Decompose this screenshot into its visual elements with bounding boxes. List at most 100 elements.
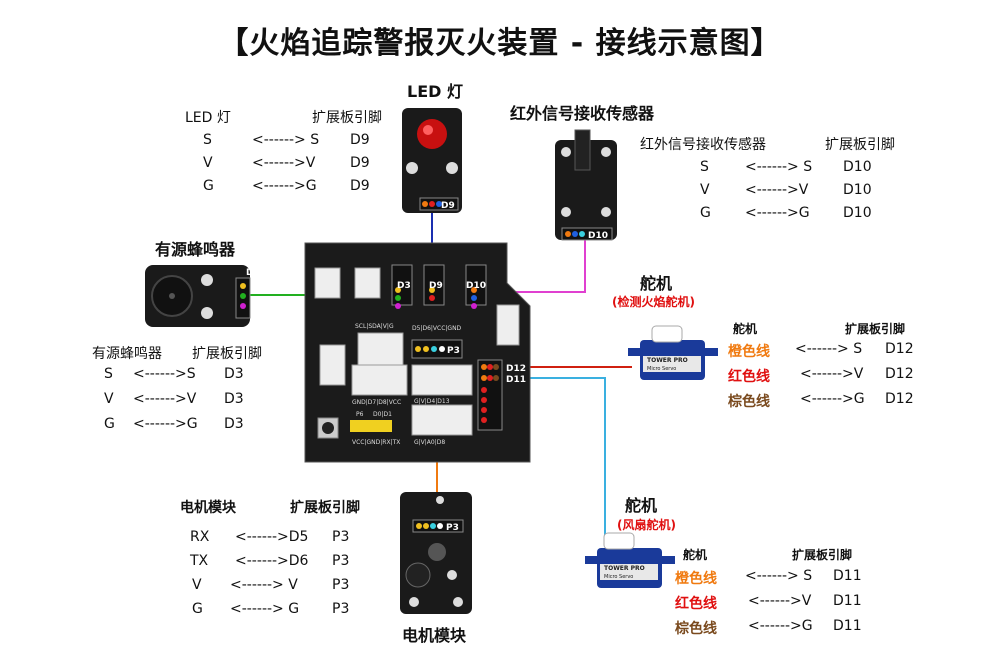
board-vcc-label: VCC|GND|RX|TX (352, 439, 400, 446)
buzzer-row-b: D3 (224, 416, 244, 432)
page-title: 【火焰追踪警报灭火装置 - 接线示意图】 (218, 26, 782, 61)
led-row-arrow: <------>G (252, 178, 317, 194)
buzzer-row-b: D3 (224, 391, 244, 407)
motor-row-a: RX (190, 529, 210, 545)
servo1-col2: 扩展板引脚 (845, 322, 906, 336)
servo1-heading: 舵机 (640, 274, 673, 293)
motor-row-a: TX (190, 553, 209, 569)
servo2-row-b: D11 (833, 618, 862, 634)
ir-heading: 红外信号接收传感器 (510, 104, 655, 123)
ir-pin-label: D10 (588, 231, 608, 241)
servo1-row-b: D12 (885, 366, 914, 382)
board-d5-label: D5|D6|VCC|GND (412, 325, 462, 332)
connector (354, 267, 381, 299)
connector (411, 404, 473, 436)
servo2-row-arrow: <------>V (748, 593, 812, 609)
ir-row-arrow: <------>G (745, 205, 810, 221)
board-d9-label: D9 (429, 281, 443, 291)
servo1-row-arrow: <------> S (795, 341, 863, 357)
ir-row-b: D10 (843, 182, 872, 198)
connector (351, 364, 408, 396)
led-heading: LED 灯 (407, 82, 463, 101)
board-g1-label: G|V|D4|D13 (414, 398, 450, 405)
servo2-wire (525, 377, 606, 540)
board-g2-label: G|V|A0|D8 (414, 439, 445, 446)
ir-row-b: D10 (843, 159, 872, 175)
p6-header (350, 420, 392, 432)
board-d3-label: D3 (397, 281, 411, 291)
servo1-image: TOWER PRO Micro Servo (628, 325, 718, 380)
d3-connector (391, 264, 413, 306)
ir-row-a: S (700, 159, 709, 175)
motor-row-arrow: <------>D5 (235, 529, 309, 545)
motor-row-arrow: <------> V (230, 577, 298, 593)
connector (314, 267, 341, 299)
buzzer-row-arrow: <------>G (133, 416, 198, 432)
ir-module: D10 (555, 129, 617, 241)
connector (496, 304, 520, 346)
servo1-row-a: 棕色线 (728, 394, 770, 410)
ir-row-arrow: <------>V (745, 182, 809, 198)
board-p3-label: P3 (447, 346, 460, 356)
motor-row-b: P3 (332, 577, 350, 593)
servo2-row-a: 橙色线 (675, 571, 717, 587)
buzzer-heading: 有源蜂鸣器 (155, 240, 236, 259)
buzzer-module: D3 (145, 265, 260, 327)
buzzer-row-arrow: <------>S (133, 366, 196, 382)
buzzer-row-b: D3 (224, 366, 244, 382)
ir-col2: 扩展板引脚 (825, 137, 895, 153)
buzzer-col1: 有源蜂鸣器 (92, 346, 162, 362)
connector (357, 332, 404, 366)
servo1-subheading: (检测火焰舵机) (612, 295, 695, 309)
ir-row-a: V (700, 182, 710, 198)
led-row-a: S (203, 132, 212, 148)
servo2-col1: 舵机 (683, 548, 708, 562)
ir-col1: 红外信号接收传感器 (640, 137, 766, 153)
led-row-b: D9 (350, 178, 370, 194)
servo2-brand: TOWER PRO (604, 565, 645, 572)
servo1-row-arrow: <------>G (800, 391, 865, 407)
buzzer-row-a: S (104, 366, 113, 382)
servo2-subheading: (风扇舵机) (617, 518, 676, 532)
servo2-row-b: D11 (833, 593, 862, 609)
connector (411, 364, 473, 396)
servo2-row-b: D11 (833, 568, 862, 584)
motor-row-b: P3 (332, 553, 350, 569)
servo2-heading: 舵机 (625, 496, 658, 515)
servo2-row-arrow: <------> S (745, 568, 813, 584)
led-col1: LED 灯 (185, 110, 231, 126)
motor-heading: 电机模块 (402, 626, 467, 645)
led-module: D9 (402, 108, 462, 213)
servo2-col2: 扩展板引脚 (792, 548, 853, 562)
motor-pin-label: P3 (446, 523, 459, 533)
servo2-row-arrow: <------>G (748, 618, 813, 634)
servo1-row-a: 红色线 (728, 369, 770, 385)
servo1-row-arrow: <------>V (800, 366, 864, 382)
connector (319, 344, 346, 386)
motor-col2: 扩展板引脚 (290, 500, 360, 516)
ir-row-arrow: <------> S (745, 159, 813, 175)
board-d10-label: D10 (466, 281, 486, 291)
servo1-brand: TOWER PRO (647, 357, 688, 364)
led-row-b: D9 (350, 132, 370, 148)
buzzer-row-a: V (104, 391, 114, 407)
servo1-row-a: 橙色线 (728, 344, 770, 360)
board-gnd-label: GND|D7|D8|VCC (352, 399, 401, 406)
servo2-row-a: 红色线 (675, 596, 717, 612)
board-d11-label: D11 (506, 375, 526, 385)
led-row-b: D9 (350, 155, 370, 171)
ir-row-a: G (700, 205, 711, 221)
buzzer-row-arrow: <------>V (133, 391, 197, 407)
buzzer-pin-label: D3 (246, 268, 260, 278)
motor-module: P3 (400, 492, 472, 614)
board-d0d1-label: D0|D1 (373, 411, 392, 418)
servo1-row-b: D12 (885, 391, 914, 407)
servo2-model: Micro Servo (604, 574, 633, 580)
motor-row-a: G (192, 601, 203, 617)
board-d12-label: D12 (506, 364, 526, 374)
motor-row-arrow: <------>D6 (235, 553, 309, 569)
expansion-board: D3 D9 D10 P3 D12 D11 P6 D0|D1 SCL|SDA|V|… (304, 242, 531, 463)
servo1-model: Micro Servo (647, 366, 676, 372)
servo2-row-a: 棕色线 (675, 621, 717, 637)
